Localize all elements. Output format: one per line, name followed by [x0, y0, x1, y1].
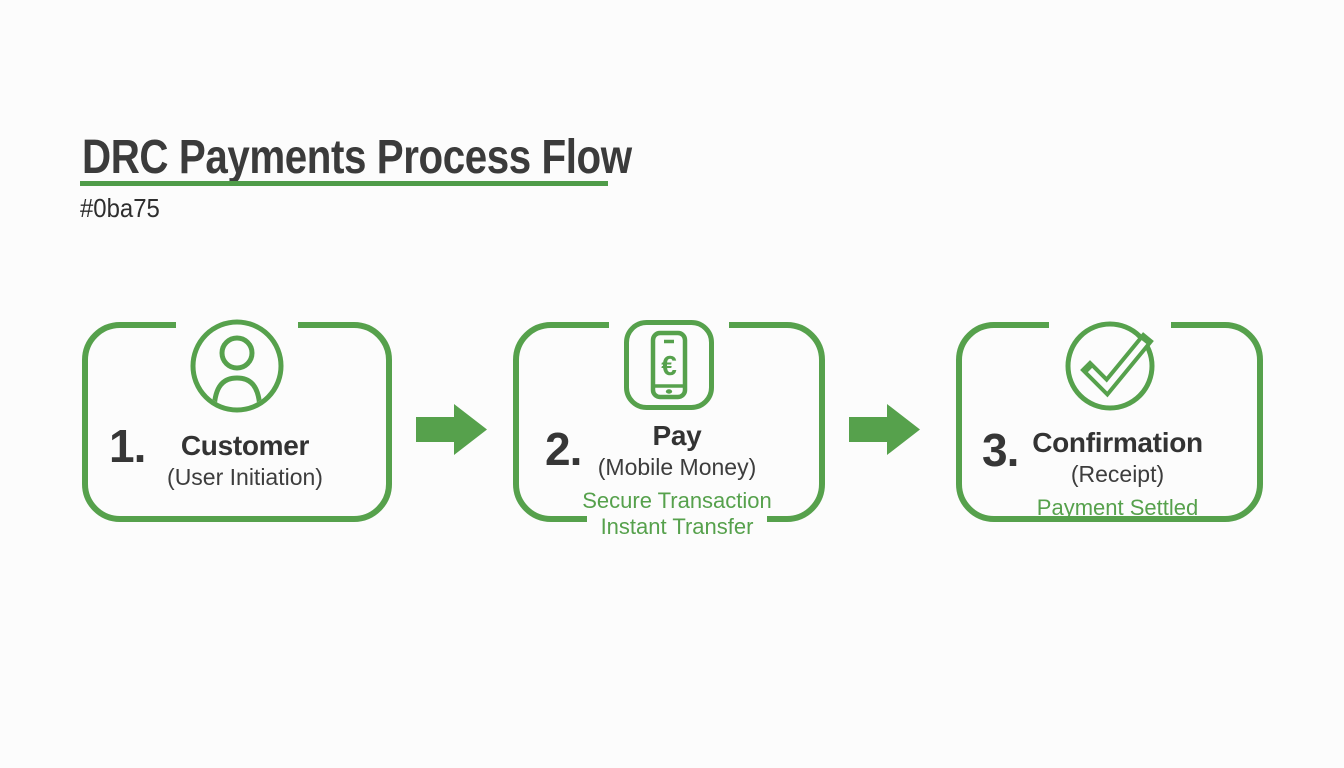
step-box-pay: € 2. Pay (Mobile Money) Secure Transacti…: [513, 319, 825, 540]
step-texts: Confirmation (Receipt) Payment Settled: [962, 427, 1257, 521]
svg-text:€: €: [661, 350, 677, 381]
right-arrow-icon: [416, 404, 487, 455]
step-box-confirmation: 3. Confirmation (Receipt) Payment Settle…: [956, 319, 1263, 522]
step-label: Pay: [652, 420, 702, 451]
step-box-customer: 1. Customer (User Initiation): [82, 319, 392, 522]
step-texts: Pay (Mobile Money) Secure Transaction In…: [519, 420, 819, 540]
step-texts: Customer (User Initiation): [88, 430, 386, 492]
step-note: Instant Transfer: [586, 514, 768, 540]
step-number: 1.: [109, 420, 146, 472]
step-label: Customer: [180, 430, 310, 461]
step-note: Payment Settled: [1036, 495, 1199, 520]
page-title: DRC Payments Process Flow: [82, 131, 632, 184]
subtitle-hex-code: #0ba75: [80, 193, 160, 223]
step-note: Secure Transaction: [582, 488, 772, 513]
step-sublabel: (User Initiation): [167, 464, 323, 490]
step-number: 3.: [982, 424, 1019, 476]
mobile-payment-euro-icon: €: [609, 319, 729, 411]
title-underline: [80, 181, 608, 186]
step-label: Confirmation: [1032, 427, 1203, 458]
check-circle-icon: [1048, 319, 1171, 413]
step-number: 2.: [545, 423, 582, 475]
step-sublabel: (Receipt): [1070, 461, 1165, 487]
right-arrow-icon: [849, 404, 920, 455]
person-icon: [176, 319, 298, 413]
step-sublabel: (Mobile Money): [597, 454, 757, 480]
